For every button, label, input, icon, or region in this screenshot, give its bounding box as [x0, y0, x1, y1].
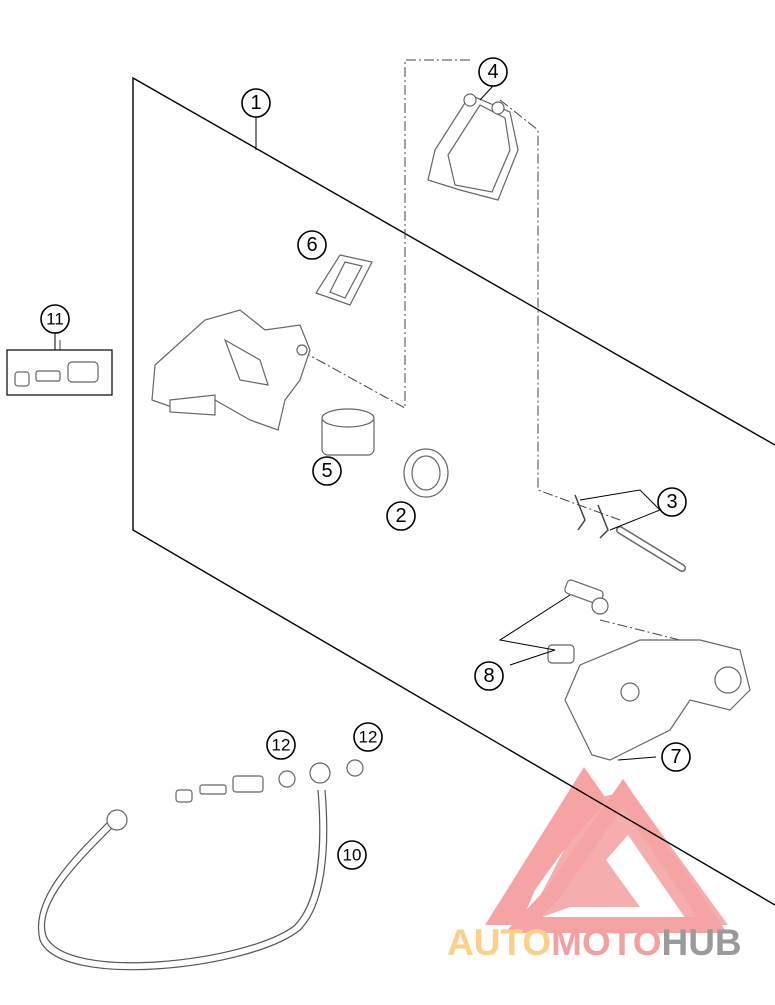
- pad-spring: [315, 254, 373, 306]
- svg-text:7: 7: [670, 746, 681, 768]
- callout-11: 11: [40, 304, 70, 334]
- svg-text:6: 6: [306, 234, 317, 256]
- dash-lines: [59, 59, 681, 641]
- callout-8: 8: [474, 661, 504, 691]
- callout-2: 2: [386, 501, 416, 531]
- watermark-hub: HUB: [661, 922, 742, 963]
- callout-5: 5: [312, 456, 342, 486]
- svg-text:3: 3: [666, 491, 677, 513]
- callout-12b: 12: [353, 722, 383, 752]
- svg-text:10: 10: [343, 846, 362, 865]
- slide-pins: [498, 579, 609, 666]
- callout-12a: 12: [266, 730, 296, 760]
- svg-text:8: 8: [483, 665, 494, 687]
- svg-text:12: 12: [272, 736, 291, 755]
- svg-text:1: 1: [250, 92, 261, 114]
- svg-text:2: 2: [395, 505, 406, 527]
- callout-1: 1: [241, 88, 271, 118]
- callout-7: 7: [661, 742, 691, 772]
- piston: [321, 408, 375, 456]
- caliper-bracket: [564, 639, 751, 761]
- svg-text:5: 5: [321, 460, 332, 482]
- watermark-text: AUTOMOTOHUB: [447, 922, 742, 964]
- leader-lines: [255, 85, 657, 761]
- assembly-frame: [132, 76, 775, 906]
- brake-pads: [427, 93, 519, 201]
- caliper-body: [151, 309, 311, 431]
- watermark-logo: [485, 767, 728, 933]
- watermark-moto: MOTO: [551, 922, 662, 963]
- piston-seals: [403, 448, 449, 498]
- svg-text:12: 12: [359, 728, 378, 747]
- brake-hose: [37, 759, 364, 971]
- callout-3: 3: [657, 487, 687, 517]
- callout-4: 4: [478, 57, 508, 87]
- bleeder-kit-box: [6, 333, 113, 396]
- callout-10: 10: [337, 840, 367, 870]
- svg-text:4: 4: [487, 61, 498, 83]
- watermark-auto: AUTO: [447, 922, 552, 963]
- pin-and-clips: [574, 489, 686, 572]
- svg-text:11: 11: [46, 310, 64, 329]
- callout-6: 6: [297, 230, 327, 260]
